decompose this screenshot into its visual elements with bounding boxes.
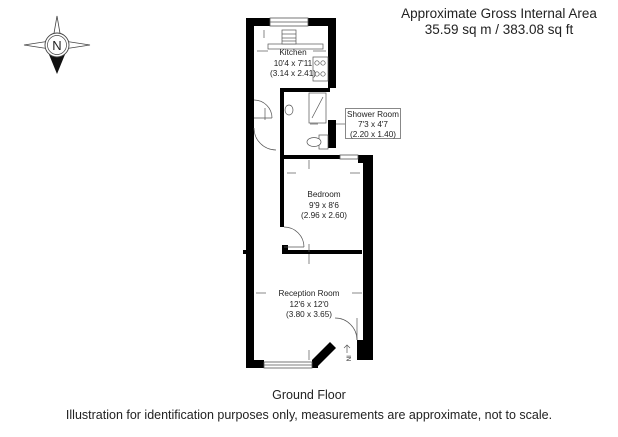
area-title: Approximate Gross Internal Area <box>401 6 597 21</box>
room-dimensions-metric: (2.96 x 2.60) <box>301 211 347 220</box>
room-name: Kitchen <box>279 48 307 57</box>
room-label-reception-room: Reception Room 12'6 x 12'0 (3.80 x 3.65) <box>268 289 350 321</box>
room-label-shower-room: Shower Room 7'3 x 4'7 (2.20 x 1.40) <box>345 108 401 139</box>
room-label-kitchen: Kitchen 10'4 x 7'11 (3.14 x 2.41) <box>258 48 328 80</box>
room-dimensions-metric: (3.80 x 3.65) <box>286 310 332 319</box>
entrance-label: IN <box>344 355 351 362</box>
room-name: Bedroom <box>307 190 341 199</box>
compass-north-icon: N <box>23 15 91 74</box>
disclaimer: Illustration for identification purposes… <box>65 408 553 422</box>
gross-internal-area: Approximate Gross Internal Area 35.59 sq… <box>380 6 618 38</box>
area-value: 35.59 sq m / 383.08 sq ft <box>424 22 574 37</box>
floor-label: Ground Floor <box>272 388 346 402</box>
room-dimensions-metric: (3.14 x 2.41) <box>270 69 316 78</box>
room-dimensions-metric: (2.20 x 1.40) <box>350 130 396 139</box>
room-name: Shower Room <box>347 110 399 119</box>
room-label-bedroom: Bedroom 9'9 x 8'6 (2.96 x 2.60) <box>288 190 360 222</box>
room-dimensions-imperial: 12'6 x 12'0 <box>289 299 329 309</box>
svg-text:N: N <box>52 38 61 53</box>
walls <box>243 18 373 368</box>
room-dimensions-imperial: 10'4 x 7'11 <box>273 58 313 68</box>
room-dimensions-imperial: 7'3 x 4'7 <box>358 120 388 129</box>
room-dimensions-imperial: 9'9 x 8'6 <box>309 200 339 210</box>
room-name: Reception Room <box>278 289 340 298</box>
